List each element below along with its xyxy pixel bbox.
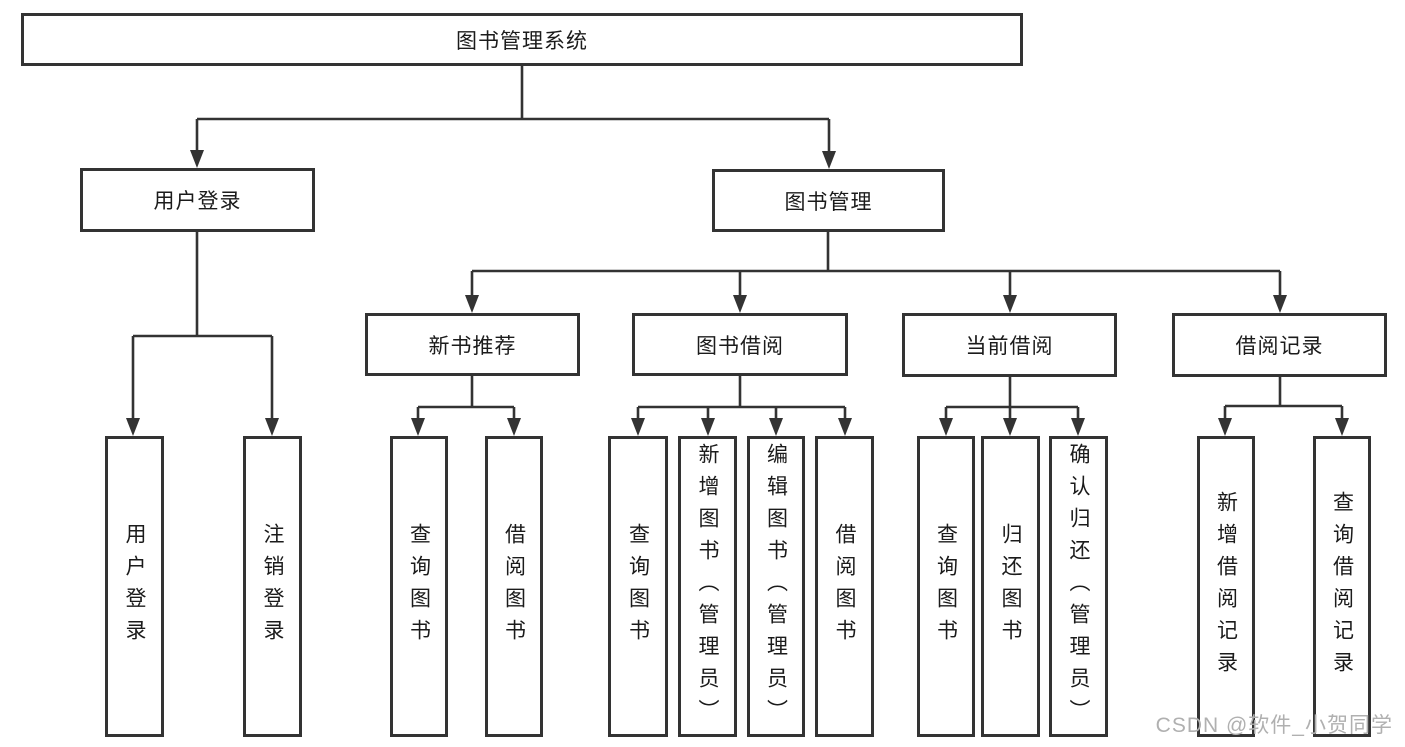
node-label: 归还图书 bbox=[999, 522, 1022, 651]
node-label: 图书借阅 bbox=[696, 334, 784, 358]
node-label: 图书管理系统 bbox=[456, 29, 588, 53]
node-library-management-system: 图书管理系统 bbox=[21, 13, 1023, 66]
node-label: 用户登录 bbox=[153, 190, 242, 213]
node-book-management: 图书管理 bbox=[712, 169, 945, 232]
node-label: 确认归还（管理员） bbox=[1067, 442, 1090, 731]
node-label: 当前借阅 bbox=[965, 335, 1054, 358]
leaf-edit-book-admin: 编辑图书（管理员） bbox=[747, 436, 805, 737]
leaf-query-books-current: 查询图书 bbox=[917, 436, 975, 737]
node-label: 新书推荐 bbox=[428, 334, 517, 358]
node-new-book-recommend: 新书推荐 bbox=[365, 313, 580, 376]
node-label: 借阅图书 bbox=[833, 522, 856, 651]
node-current-borrow: 当前借阅 bbox=[902, 313, 1117, 377]
node-label: 图书管理 bbox=[784, 190, 873, 214]
leaf-query-books-borrow: 查询图书 bbox=[608, 436, 668, 737]
node-label: 注销登录 bbox=[261, 522, 284, 651]
node-label: 编辑图书（管理员） bbox=[764, 442, 788, 731]
node-label: 查询借阅记录 bbox=[1330, 490, 1354, 683]
leaf-query-borrow-record: 查询借阅记录 bbox=[1313, 436, 1371, 737]
node-label: 借阅记录 bbox=[1235, 335, 1324, 358]
leaf-borrow-books-recommend: 借阅图书 bbox=[485, 436, 543, 737]
leaf-return-book: 归还图书 bbox=[981, 436, 1040, 737]
leaf-query-books-recommend: 查询图书 bbox=[390, 436, 448, 737]
node-label: 新增图书（管理员） bbox=[696, 442, 719, 731]
node-label: 新增借阅记录 bbox=[1214, 490, 1238, 683]
leaf-add-borrow-record: 新增借阅记录 bbox=[1197, 436, 1255, 737]
leaf-confirm-return-admin: 确认归还（管理员） bbox=[1049, 436, 1108, 737]
node-label: 查询图书 bbox=[407, 522, 431, 651]
leaf-add-book-admin: 新增图书（管理员） bbox=[678, 436, 737, 737]
watermark-text: CSDN @软件_小贺同学 bbox=[1155, 714, 1393, 737]
leaf-borrow-books: 借阅图书 bbox=[815, 436, 874, 737]
leaf-logout: 注销登录 bbox=[243, 436, 302, 737]
node-user-login: 用户登录 bbox=[80, 168, 315, 232]
node-book-borrow: 图书借阅 bbox=[632, 313, 848, 376]
node-label: 查询图书 bbox=[626, 522, 650, 651]
leaf-user-login: 用户登录 bbox=[105, 436, 164, 737]
node-label: 用户登录 bbox=[123, 522, 146, 651]
node-label: 查询图书 bbox=[934, 522, 958, 651]
node-label: 借阅图书 bbox=[502, 522, 526, 651]
node-borrow-records: 借阅记录 bbox=[1172, 313, 1387, 377]
